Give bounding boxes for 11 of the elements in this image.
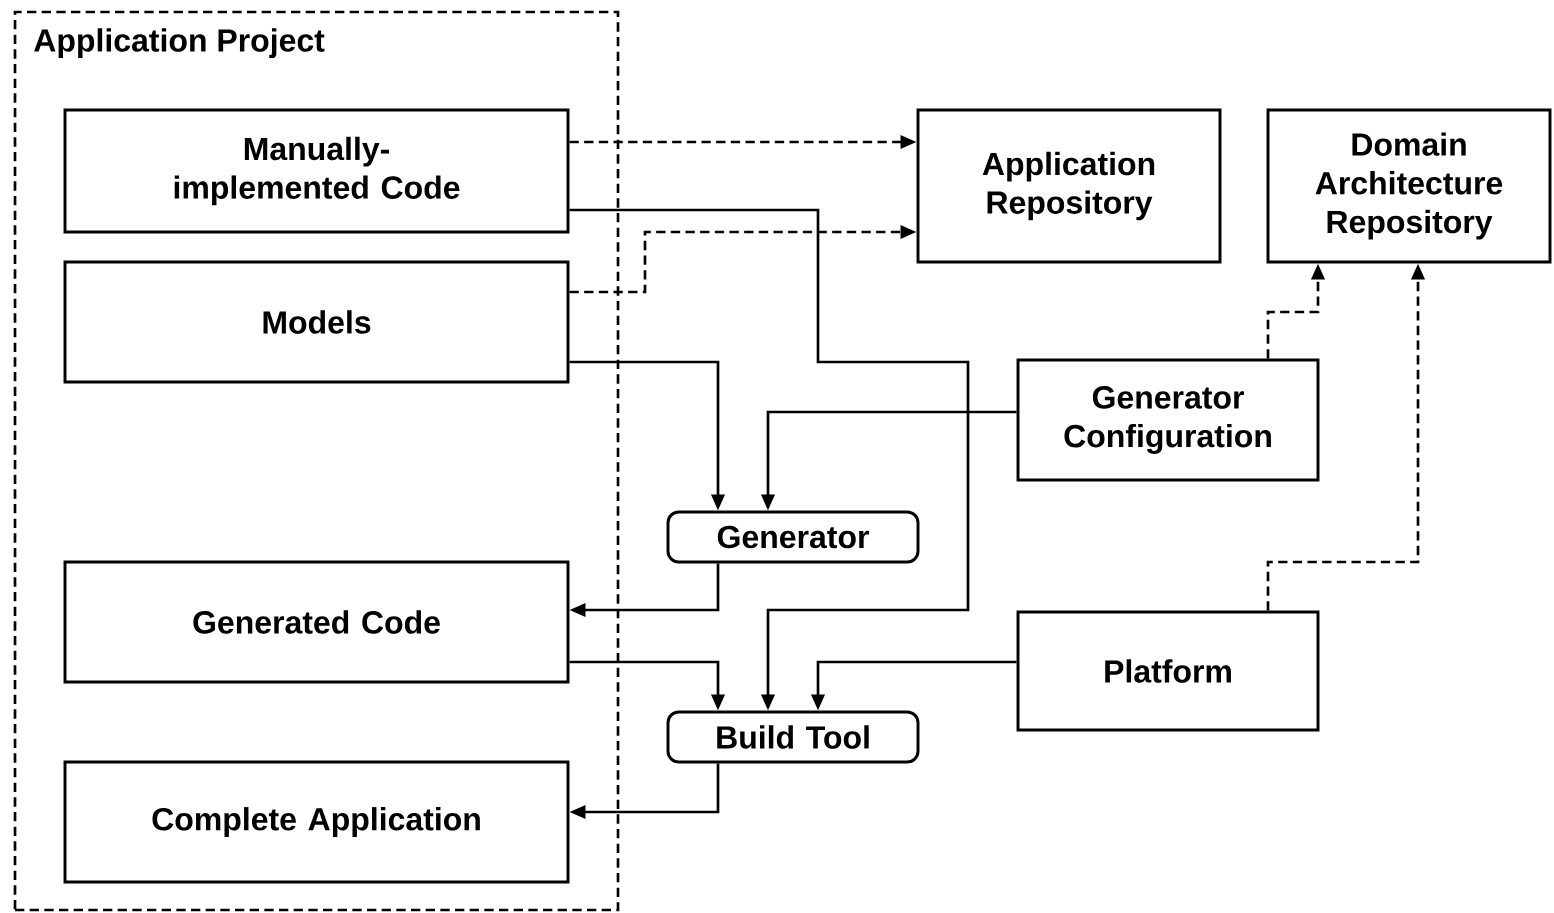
process-box: Application Repository (916, 108, 1222, 264)
process-box: Platform (1016, 610, 1320, 732)
process-box: Complete Application (63, 760, 570, 884)
tool-box: Build Tool (666, 710, 920, 764)
process-box: Generator Configuration (1016, 358, 1320, 482)
process-box: Generated Code (63, 560, 570, 684)
group-heading: Application Project (34, 28, 325, 59)
tool-box: Generator (666, 510, 920, 564)
process-box: Models (63, 260, 570, 384)
process-box: Domain Architecture Repository (1266, 108, 1552, 264)
process-box: Manually-implemented Code (63, 108, 570, 234)
